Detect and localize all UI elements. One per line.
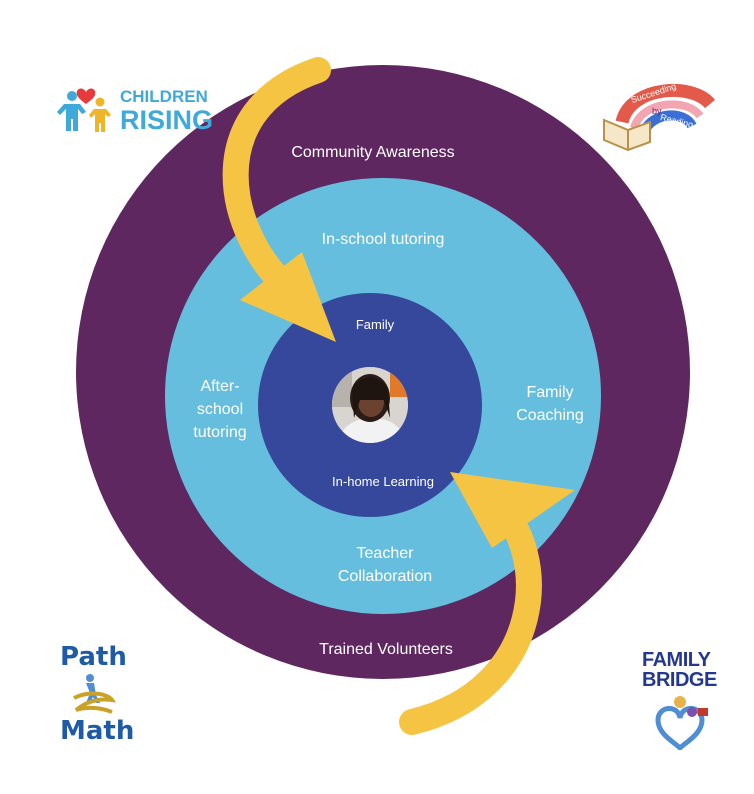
- child-photo: [332, 367, 408, 443]
- family-figures-heart-icon: [57, 88, 111, 132]
- succeeding-by-reading-logo: Succeeding by Reading: [600, 81, 718, 156]
- path-to-math-logo: Path Math: [60, 642, 135, 746]
- label-in-home-learning: In-home Learning: [332, 474, 434, 489]
- label-community-awareness: Community Awareness: [291, 144, 455, 161]
- arrow-top-left: [222, 57, 336, 342]
- arrow-bottom-right: [399, 472, 575, 735]
- label-trained-volunteers: Trained Volunteers: [319, 641, 453, 658]
- label-family-coaching: Family Coaching: [516, 384, 584, 425]
- open-book-rainbow-icon: [603, 83, 716, 152]
- children-rising-logo: CHILDREN RISING: [56, 80, 213, 140]
- label-in-school-tutoring: In-school tutoring: [321, 231, 445, 248]
- family-heart-icon: [655, 696, 708, 750]
- label-after-school-tutoring: After- school tutoring: [193, 378, 247, 442]
- walking-figure-path-icon: [73, 674, 117, 714]
- family-bridge-logo: FAMILY BRIDGE: [640, 650, 720, 750]
- label-teacher-collaboration: Teacher Collaboration: [337, 545, 433, 586]
- label-family: Family: [355, 317, 395, 332]
